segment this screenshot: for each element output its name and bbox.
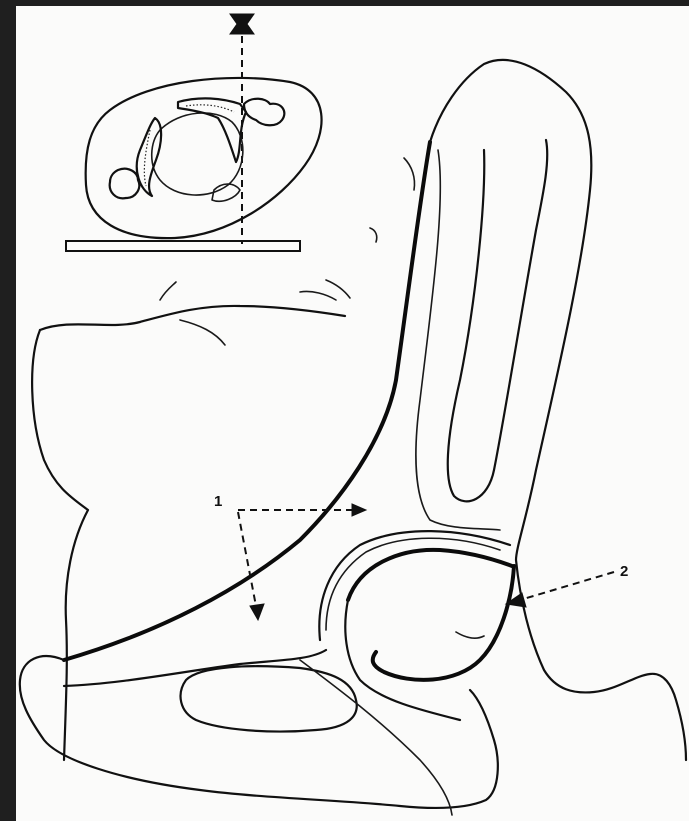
label-1: 1 bbox=[214, 493, 222, 510]
paper-background bbox=[16, 6, 689, 821]
label-2: 2 bbox=[620, 563, 628, 580]
